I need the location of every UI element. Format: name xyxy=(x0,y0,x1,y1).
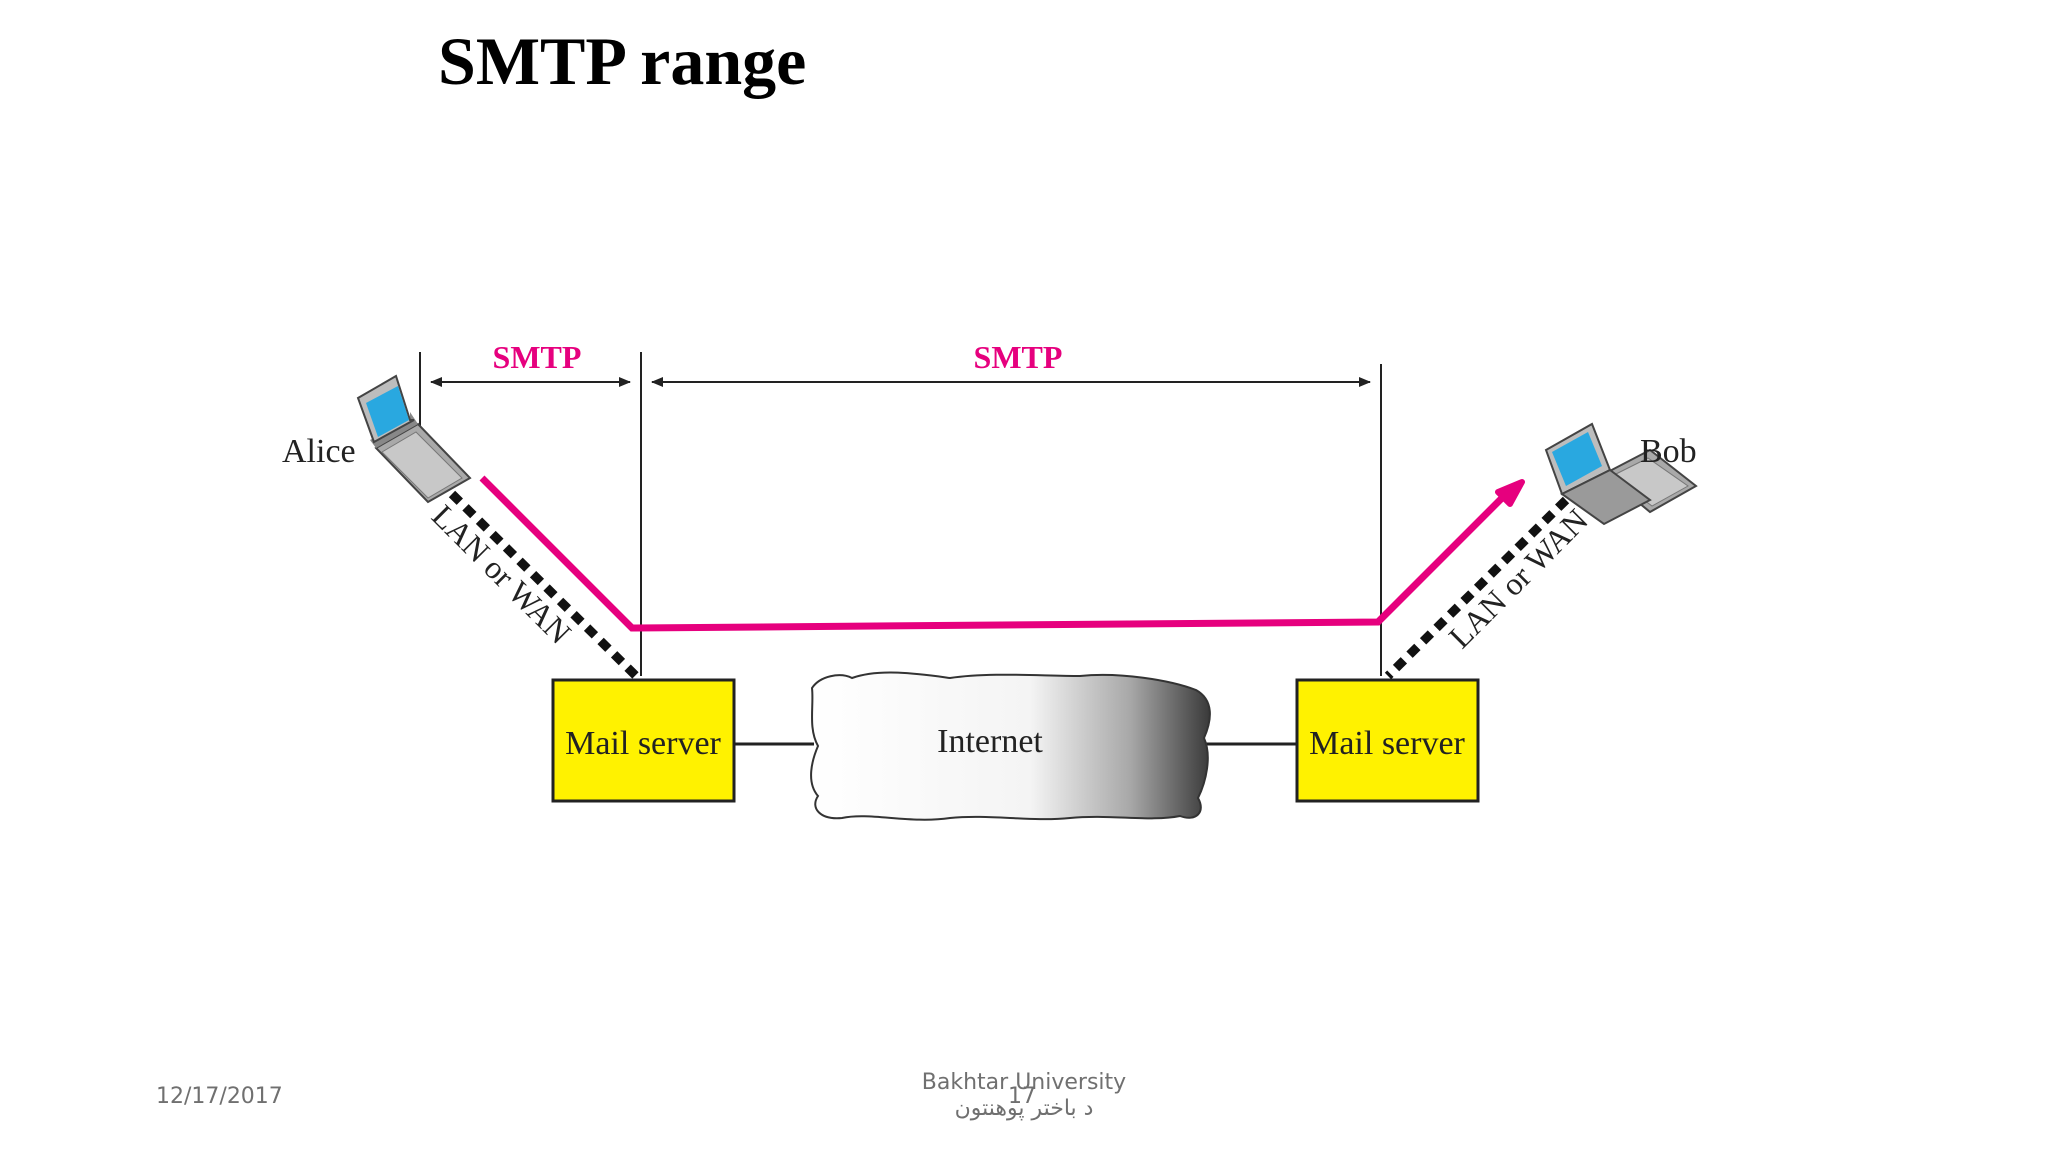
mail-server-left xyxy=(551,678,736,803)
sender-label: Alice xyxy=(282,433,356,470)
slide-title: SMTP range xyxy=(438,23,807,99)
institution-name: Bakhtar University xyxy=(921,1070,1127,1095)
internet-label: Internet xyxy=(937,723,1043,760)
smtp-label-right: SMTP xyxy=(974,339,1063,375)
smtp-path xyxy=(479,475,1505,632)
lan-wan-label-right: LAN or WAN xyxy=(1441,502,1594,655)
bob-laptop-icon xyxy=(1544,422,1698,526)
page-number: 17 xyxy=(1008,1084,1036,1109)
smtp-label-left: SMTP xyxy=(493,339,582,375)
alice-laptop-icon xyxy=(356,374,472,504)
receiver-label: Bob xyxy=(1640,433,1697,470)
footer-date: 12/17/2017 xyxy=(156,1084,283,1109)
internet-cloud xyxy=(810,671,1211,821)
institution-name-local: د باختر پوهنتون xyxy=(954,1096,1094,1121)
footer-institution: Bakhtar University د باختر پوهنتون xyxy=(824,1070,1224,1122)
mail-server-left-label: Mail server xyxy=(565,725,721,762)
lan-wan-link-right xyxy=(1384,496,1570,680)
lan-wan-label-left: LAN or WAN xyxy=(425,497,578,650)
smtp-path-arrowhead xyxy=(1495,479,1525,507)
mail-server-right xyxy=(1295,678,1480,803)
lan-wan-link-left xyxy=(448,490,640,680)
mail-server-right-label: Mail server xyxy=(1309,725,1465,762)
